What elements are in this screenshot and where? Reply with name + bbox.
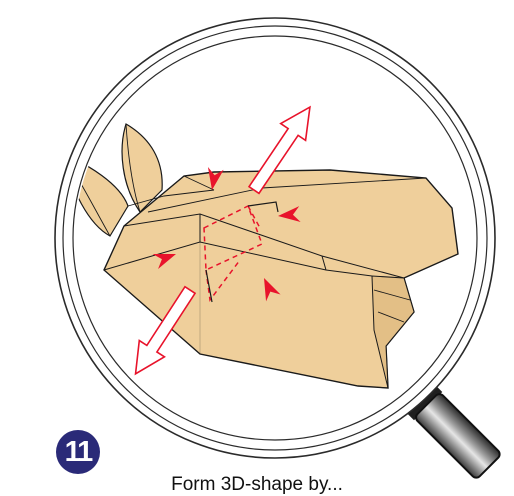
step-number-badge: 11 [56,430,100,474]
step-caption: Form 3D-shape by... [0,474,514,496]
